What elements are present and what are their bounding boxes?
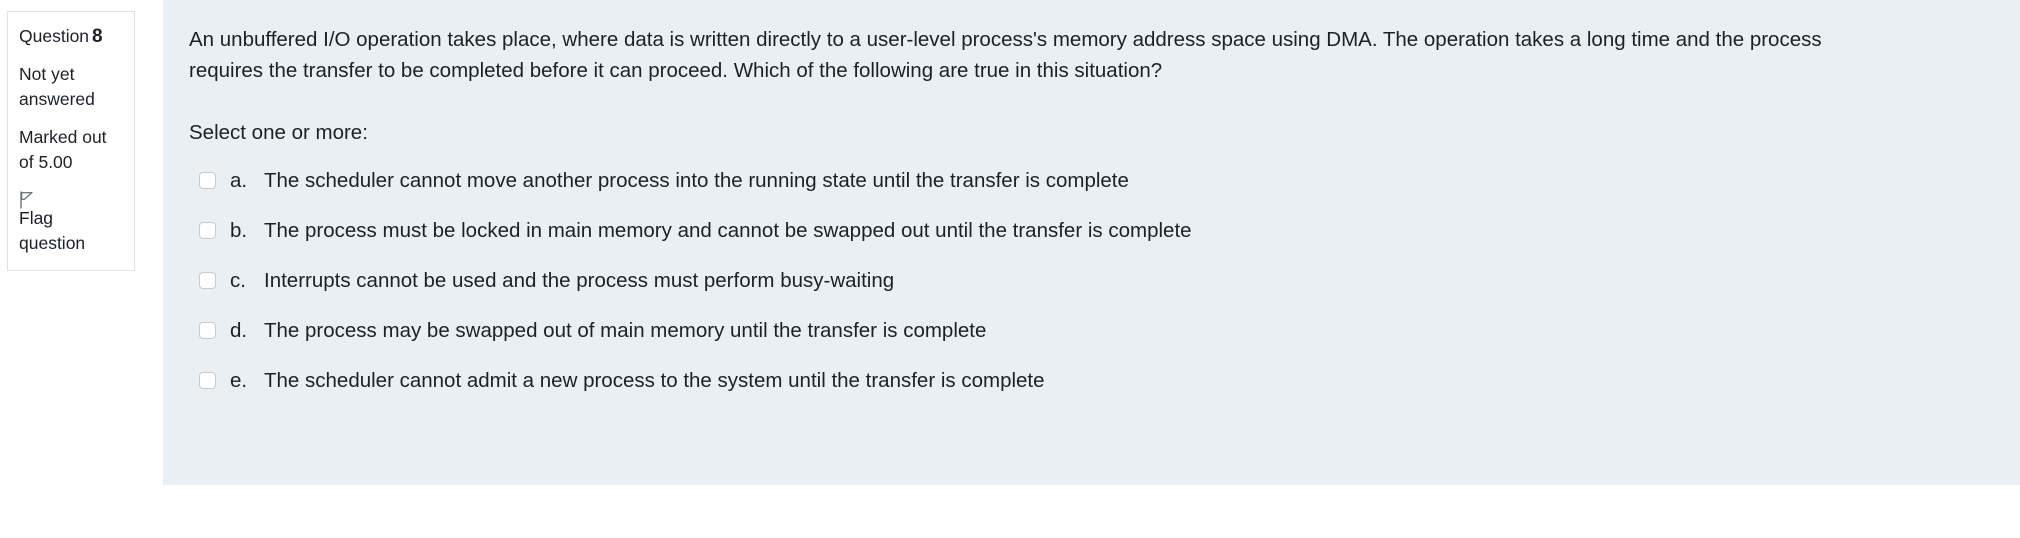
answer-checkbox-d[interactable]	[199, 322, 216, 339]
answer-text-b: The process must be locked in main memor…	[264, 219, 1192, 242]
answer-checkbox-e[interactable]	[199, 372, 216, 389]
answer-checkbox-b[interactable]	[199, 222, 216, 239]
answer-text-d: The process may be swapped out of main m…	[264, 319, 987, 342]
flag-question-label: Flag question	[19, 208, 86, 253]
question-number-value: 8	[92, 26, 103, 47]
answer-checkbox-c[interactable]	[199, 272, 216, 289]
question-stem-text: An unbuffered I/O operation takes place,…	[189, 28, 1822, 82]
question-marks: Marked out of 5.00	[19, 127, 107, 172]
question-number-label: Question	[19, 26, 90, 46]
answer-letter-c: c.	[230, 269, 246, 292]
answer-text-e: The scheduler cannot admit a new process…	[264, 369, 1045, 392]
answer-checkbox-a[interactable]	[199, 172, 216, 189]
answer-option-b[interactable]: b. The process must be locked in main me…	[189, 209, 1994, 253]
answer-letter-b: b.	[230, 219, 248, 242]
answer-letter-a: a.	[230, 169, 248, 192]
select-instruction: Select one or more:	[189, 121, 368, 144]
answer-option-e[interactable]: e. The scheduler cannot admit a new proc…	[189, 359, 1994, 403]
answer-option-d[interactable]: d. The process may be swapped out of mai…	[189, 309, 1994, 353]
answer-letter-e: e.	[230, 369, 248, 392]
question-status: Not yet answered	[19, 64, 95, 109]
flag-icon	[19, 191, 35, 209]
answer-text-c: Interrupts cannot be used and the proces…	[264, 269, 895, 292]
answer-options-list: a. The scheduler cannot move another pro…	[189, 159, 1994, 403]
answer-option-c[interactable]: c. Interrupts cannot be used and the pro…	[189, 259, 1994, 303]
answer-text-a: The scheduler cannot move another proces…	[264, 169, 1129, 192]
answer-option-a[interactable]: a. The scheduler cannot move another pro…	[189, 159, 1994, 203]
flag-question-button[interactable]: Flag question	[19, 188, 123, 256]
answer-letter-d: d.	[230, 319, 248, 342]
question-content-panel: An unbuffered I/O operation takes place,…	[163, 0, 2020, 485]
